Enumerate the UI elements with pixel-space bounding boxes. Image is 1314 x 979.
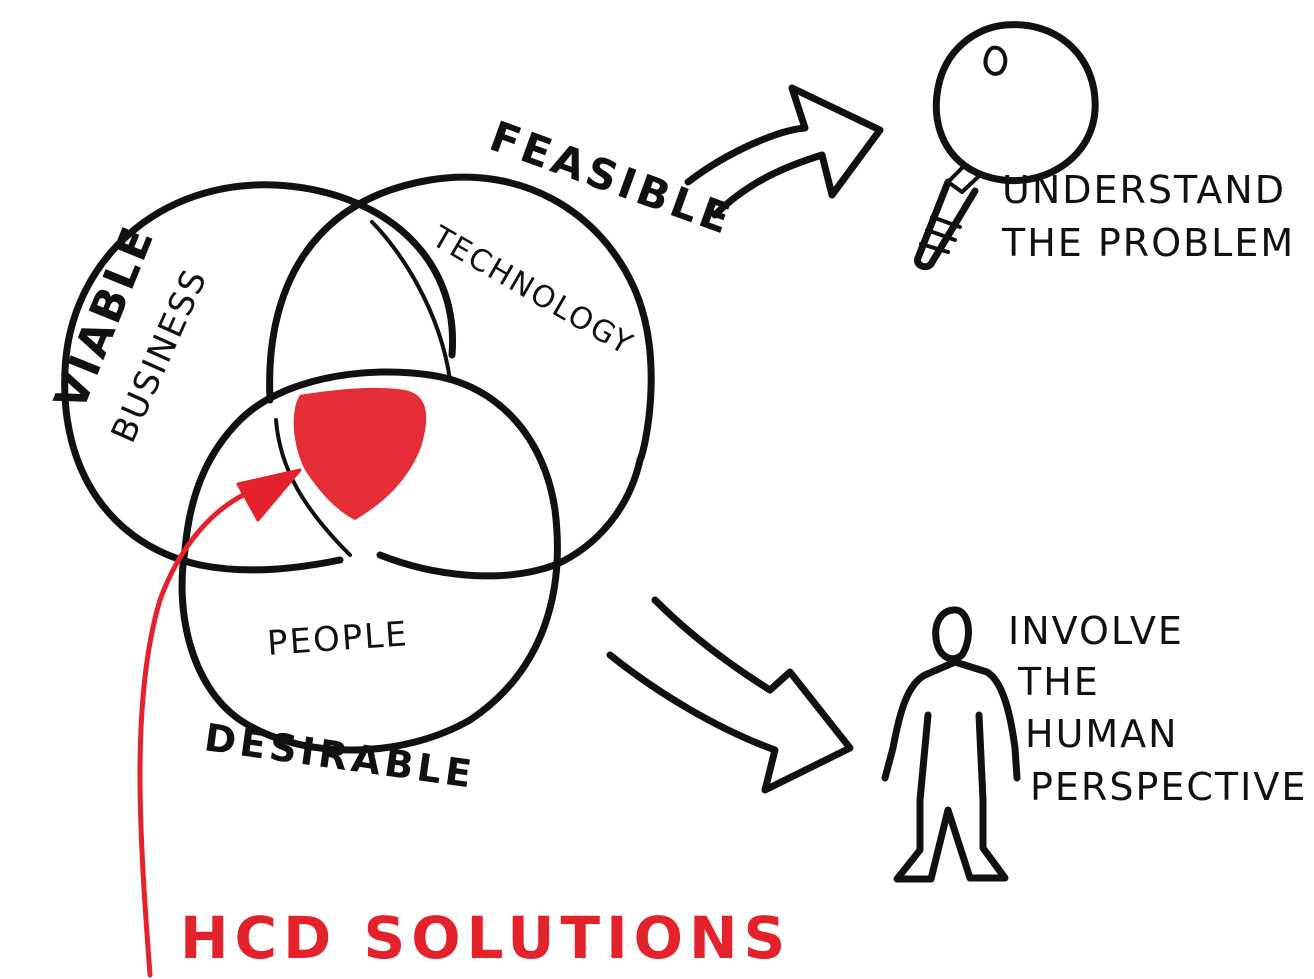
business-inner-line <box>274 418 352 557</box>
person-icon <box>881 606 1021 883</box>
hcd-arrow-shaft <box>137 487 258 978</box>
intersection-highlight <box>293 387 427 520</box>
business-circle <box>61 181 457 574</box>
involve-line-1: INVOLVE <box>1008 609 1184 653</box>
understand-line-2: THE PROBLEM <box>1001 221 1295 265</box>
technology-inner-line <box>370 220 452 382</box>
upper-arrow <box>684 84 884 219</box>
involve-line-2: THE <box>1017 660 1100 704</box>
people-label: PEOPLE <box>266 614 410 664</box>
involve-line-3: HUMAN <box>1025 712 1179 756</box>
lower-arrow <box>606 596 854 794</box>
feasible-label: FEASIBLE <box>484 111 741 244</box>
involve-line-4: PERSPECTIVE <box>1030 765 1307 809</box>
desirable-label: DESIRABLE <box>202 715 478 797</box>
technology-circle <box>266 173 655 580</box>
people-circle <box>178 368 561 754</box>
magnifying-glass-icon <box>914 21 1099 271</box>
hcd-arrow-head <box>236 468 302 522</box>
understand-line-1: UNDERSTAND <box>1002 168 1286 212</box>
hcd-solutions-label: HCD SOLUTIONS <box>180 904 791 972</box>
